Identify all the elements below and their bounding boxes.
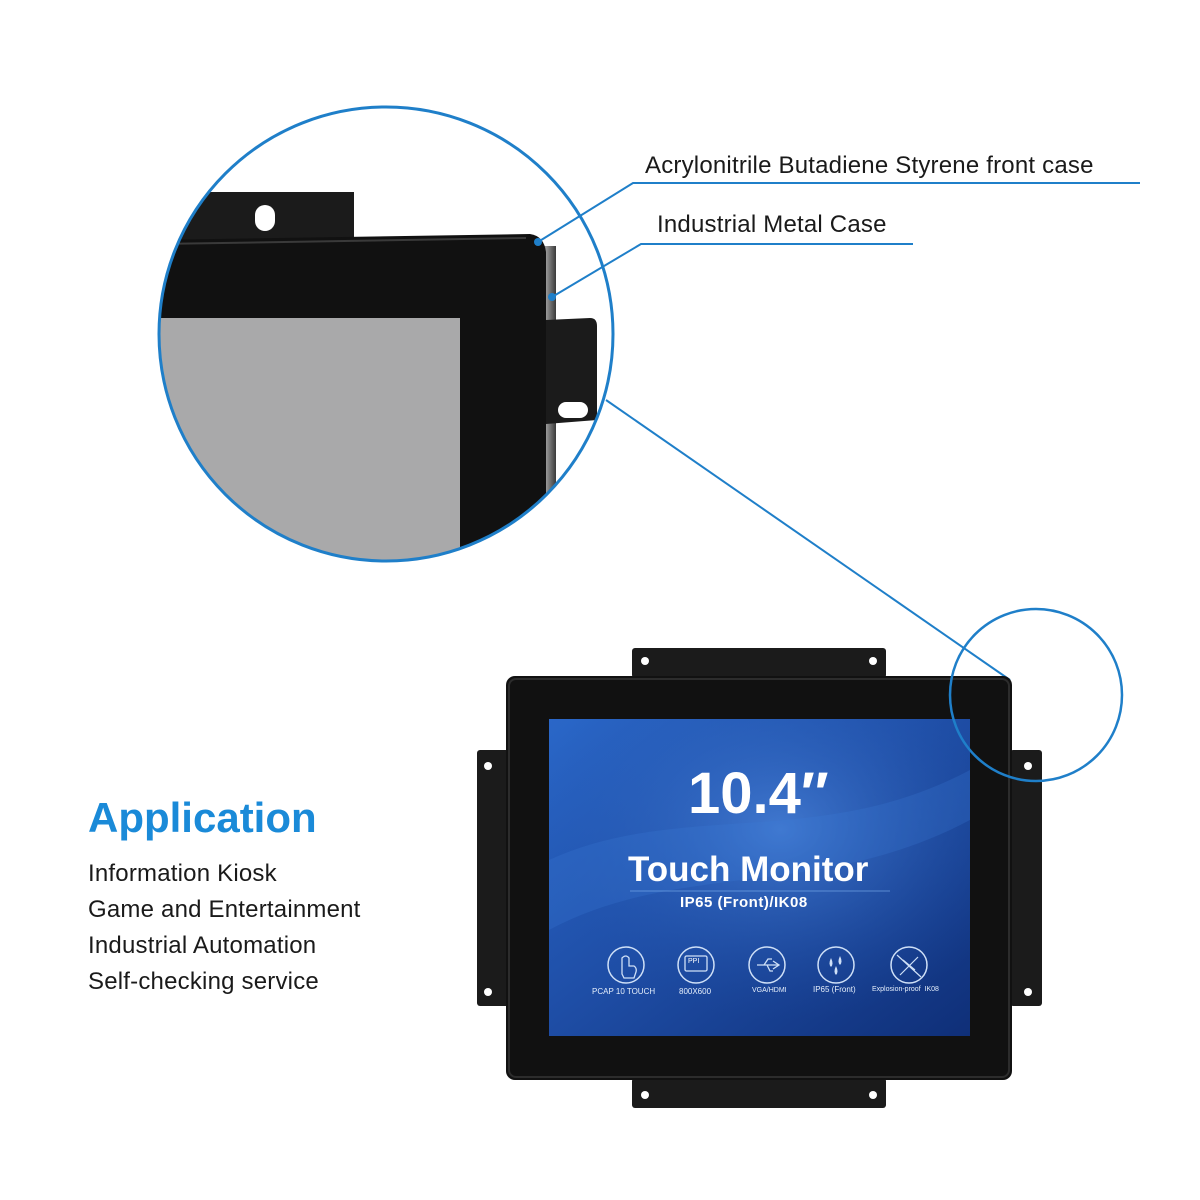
ppi-monitor-icon [677,946,715,984]
feature-label: PCAP 10 TOUCH [592,987,656,996]
bracket-left [477,750,509,1006]
application-title: Application [88,794,317,841]
feature-label: 800X600 [679,987,712,996]
feature-label: Explosion-proof IK08 [872,986,939,993]
list-item: Industrial Automation [88,932,317,959]
list-item: Information Kiosk [88,860,277,887]
zoom-detail [157,105,615,563]
callout-front-case: Acrylonitrile Butadiene Styrene front ca… [645,152,1094,179]
explosion-proof-icon [890,946,928,984]
ppi-icon-text: PPI [688,958,700,965]
application-list: Information Kiosk Game and Entertainment… [88,856,361,1000]
list-item: Self-checking service [88,968,319,995]
feature-label: VGA/HDMI [752,987,787,994]
bracket-right [1010,750,1042,1006]
bracket-top [632,648,886,678]
water-drops-icon [817,946,855,984]
touch-monitor [477,607,1124,1108]
callout-metal-case: Industrial Metal Case [657,211,887,238]
feature-label: IP65 (Front) [813,985,856,994]
bracket-bottom [632,1078,886,1108]
screen-rating: IP65 (Front)/IK08 [680,894,808,911]
highlight-circle [948,607,1124,783]
screen-product: Touch Monitor [628,850,869,889]
zoom-circle-outline [157,105,615,563]
feature-icons [607,946,928,984]
screen-size: 10.4″ [688,761,829,826]
touch-hand-icon [607,946,645,984]
callout-lines [534,182,1140,681]
usb-icon [748,946,786,984]
list-item: Game and Entertainment [88,896,361,923]
